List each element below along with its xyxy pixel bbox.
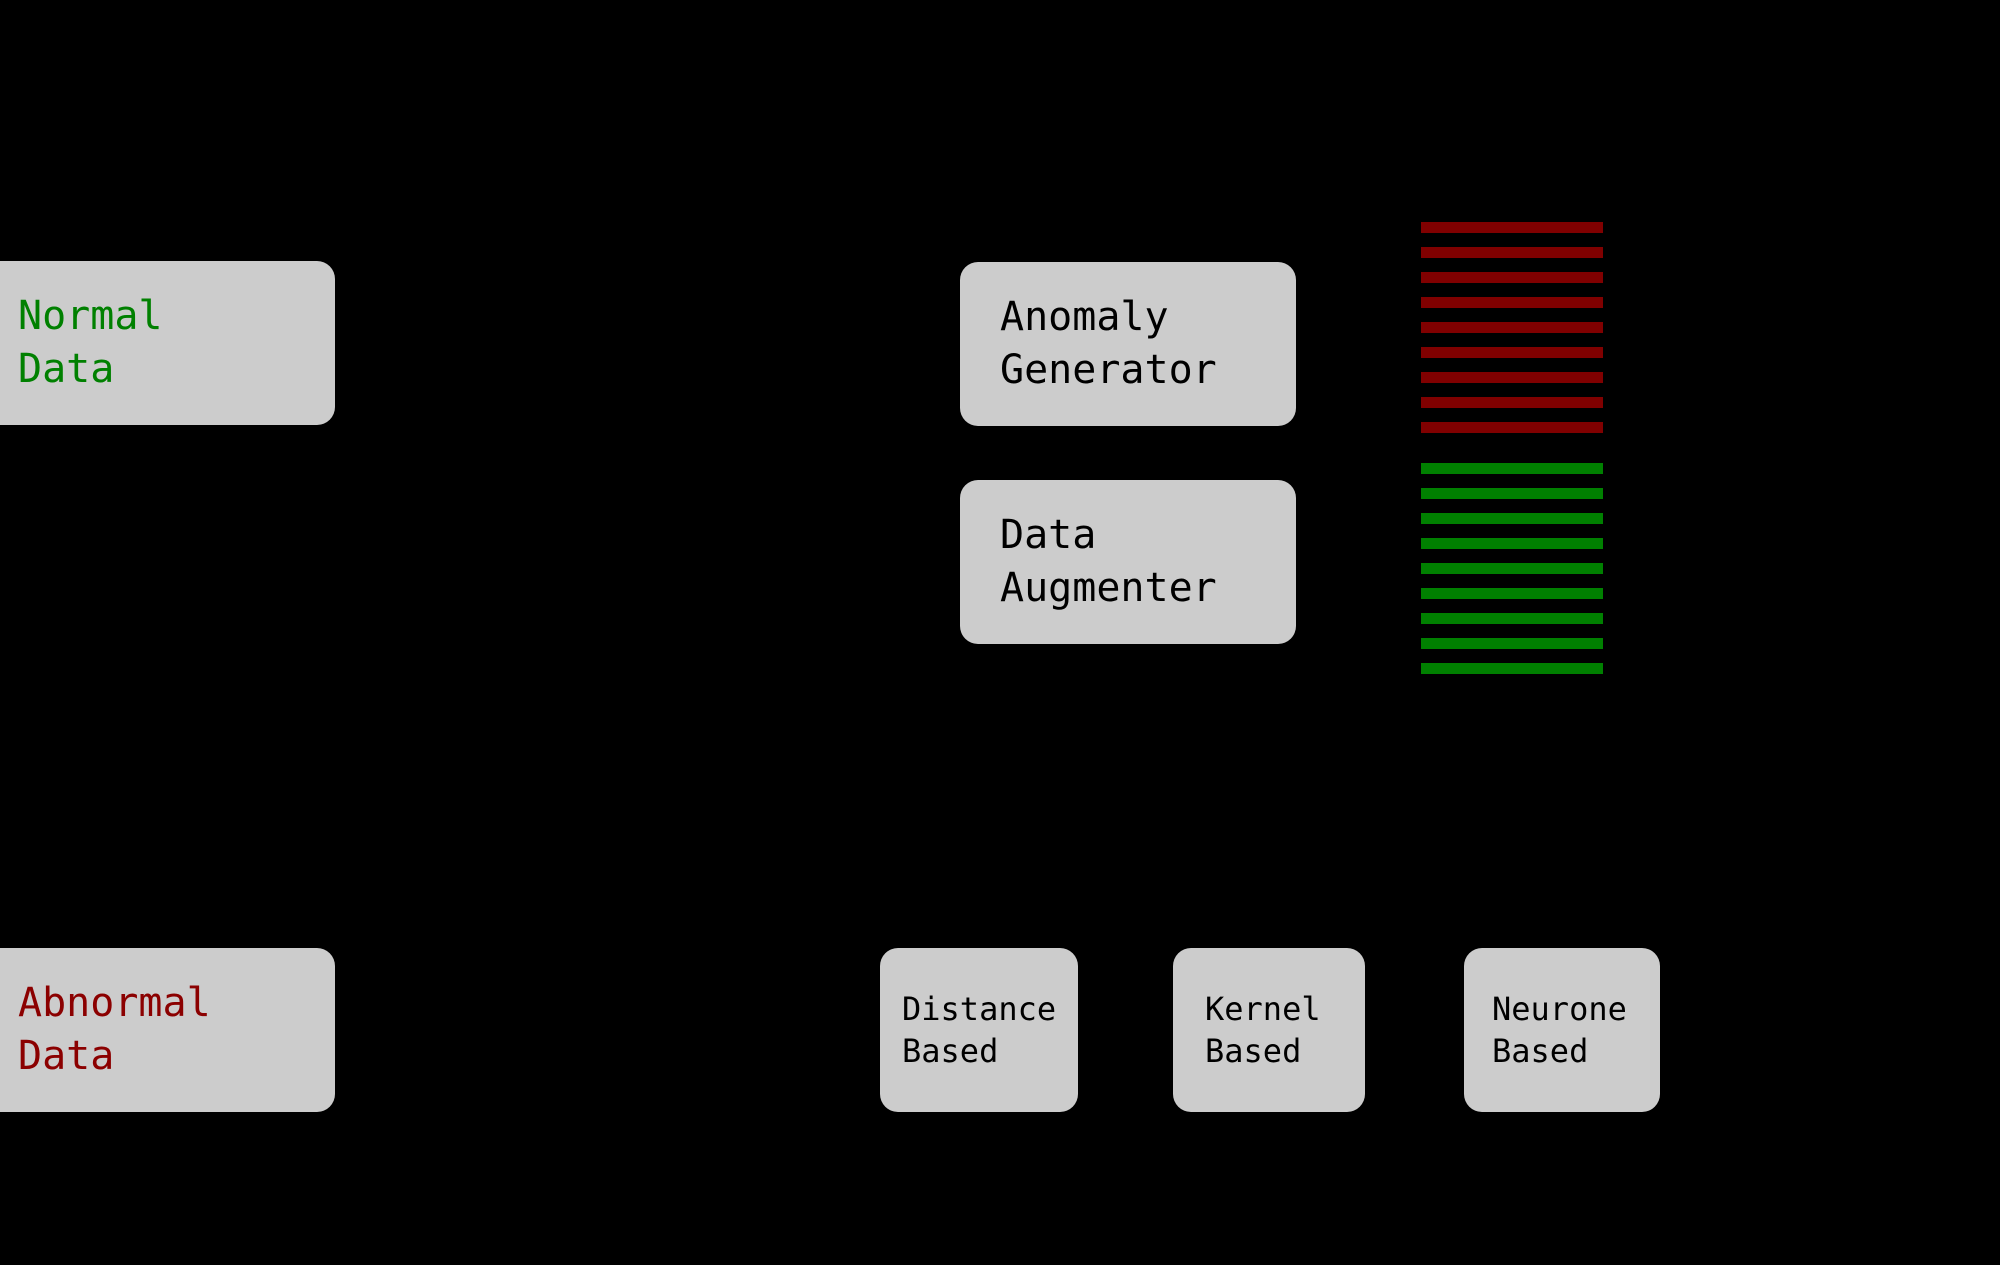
node-abnormal-data[interactable]: Abnormal Data <box>0 948 335 1112</box>
node-data-augmenter-line-2: Augmenter <box>1000 565 1217 611</box>
sample-stripe-normal <box>1421 613 1603 624</box>
sample-stripe-normal <box>1421 663 1603 674</box>
node-abnormal-data-line-2: Data <box>18 1033 115 1079</box>
node-normal-data-line-1: Normal <box>18 293 163 340</box>
sample-stripe-normal <box>1421 463 1603 474</box>
node-neurone-based-line-2: Based <box>1492 1032 1589 1070</box>
node-anomaly-generator-line-1: Anomaly <box>1000 294 1169 341</box>
sample-stripe-abnormal <box>1421 247 1603 258</box>
sample-stripe-abnormal <box>1421 297 1603 308</box>
sample-stripe-normal <box>1421 638 1603 649</box>
sample-stripe-normal <box>1421 488 1603 499</box>
node-data-augmenter[interactable]: Data Augmenter <box>960 480 1296 644</box>
node-kernel-based-line-2: Based <box>1205 1032 1302 1070</box>
node-distance-based[interactable]: Distance Based <box>880 948 1078 1112</box>
sample-stripe-abnormal <box>1421 422 1603 433</box>
labelled-sample-stripe-stack <box>1421 222 1603 693</box>
sample-stripe-normal <box>1421 588 1603 599</box>
node-kernel-based[interactable]: Kernel Based <box>1173 948 1365 1112</box>
sample-stripe-abnormal <box>1421 397 1603 408</box>
sample-stripe-normal <box>1421 538 1603 549</box>
node-distance-based-line-1: Distance <box>902 989 1057 1028</box>
sample-stripe-normal <box>1421 513 1603 524</box>
node-kernel-based-line-1: Kernel <box>1205 989 1321 1028</box>
node-normal-data[interactable]: Normal Data <box>0 261 335 425</box>
node-anomaly-generator-line-2: Generator <box>1000 347 1217 393</box>
node-abnormal-data-line-1: Abnormal <box>18 980 211 1027</box>
sample-stripe-abnormal <box>1421 272 1603 283</box>
node-normal-data-line-2: Data <box>18 346 115 392</box>
sample-stripe-abnormal <box>1421 322 1603 333</box>
node-neurone-based-line-1: Neurone <box>1492 989 1627 1028</box>
node-anomaly-generator[interactable]: Anomaly Generator <box>960 262 1296 426</box>
sample-stripe-normal <box>1421 563 1603 574</box>
sample-stripe-abnormal <box>1421 372 1603 383</box>
sample-stripe-abnormal <box>1421 222 1603 233</box>
sample-stripe-abnormal <box>1421 347 1603 358</box>
node-neurone-based[interactable]: Neurone Based <box>1464 948 1660 1112</box>
node-distance-based-line-2: Based <box>902 1032 999 1070</box>
node-data-augmenter-line-1: Data <box>1000 512 1097 559</box>
